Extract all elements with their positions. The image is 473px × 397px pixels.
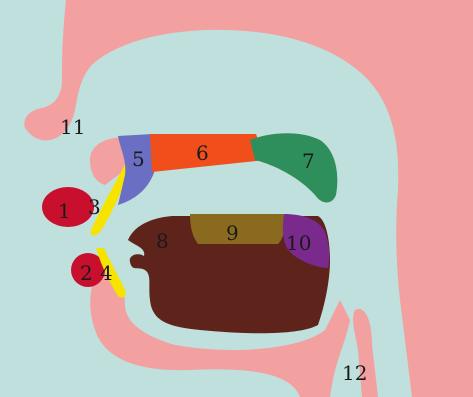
label-7: 7 bbox=[302, 149, 315, 173]
label-1: 1 bbox=[58, 199, 71, 223]
label-5: 5 bbox=[132, 147, 145, 171]
label-4: 4 bbox=[100, 261, 113, 285]
label-6: 6 bbox=[196, 141, 209, 165]
label-9: 9 bbox=[226, 221, 239, 245]
label-10: 10 bbox=[286, 231, 311, 255]
label-12: 12 bbox=[342, 361, 367, 385]
label-3: 3 bbox=[88, 195, 101, 219]
label-8: 8 bbox=[156, 229, 169, 253]
label-2: 2 bbox=[80, 261, 93, 285]
label-11: 11 bbox=[60, 115, 85, 139]
soft-palate-region bbox=[250, 133, 337, 202]
